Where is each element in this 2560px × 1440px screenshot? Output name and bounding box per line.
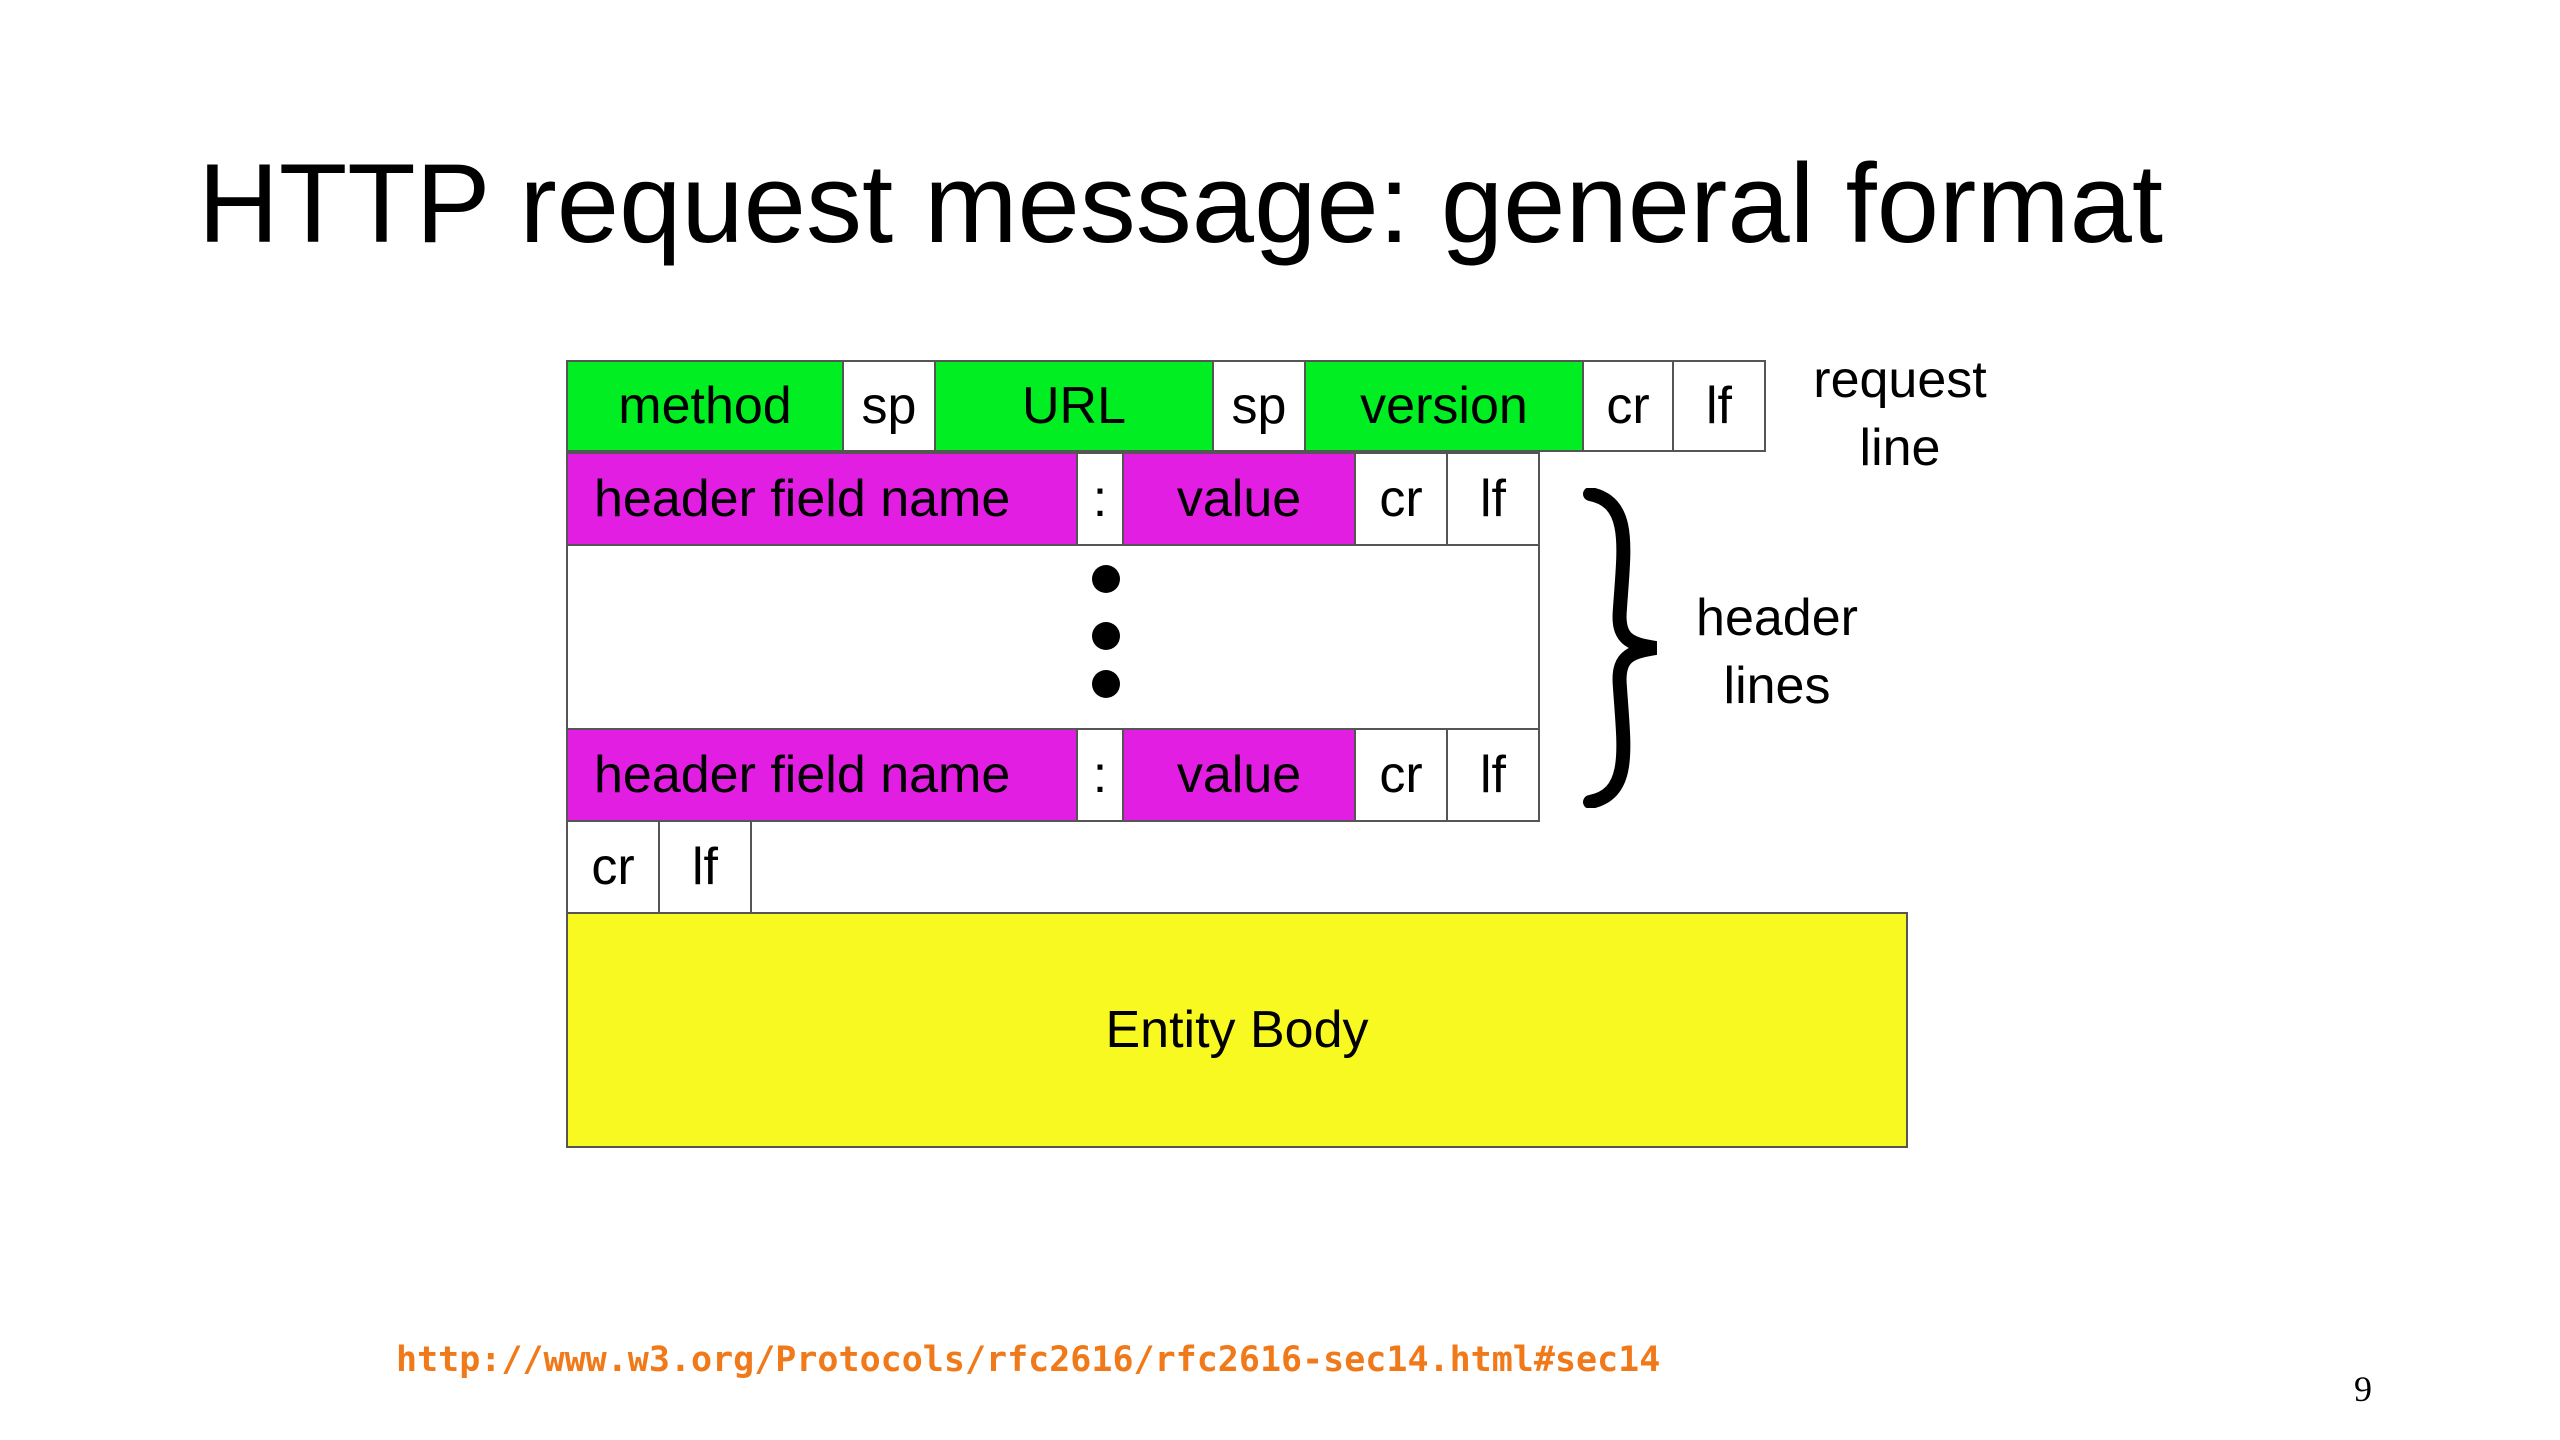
request-line-label-line2: line [1859, 419, 1941, 477]
header-value-1: value [1122, 452, 1356, 546]
header-cr-1: cr [1354, 452, 1448, 546]
request-line-label: request line [1790, 346, 2010, 482]
header-value-2: value [1122, 728, 1356, 822]
header-field-name-2: header field name [566, 728, 1078, 822]
header-cr-2: cr [1354, 728, 1448, 822]
ellipsis-dot [1092, 622, 1120, 650]
request-sp-field-2: sp [1212, 360, 1306, 452]
request-url-field: URL [934, 360, 1214, 452]
header-lines-label: header lines [1672, 584, 1882, 720]
header-lines-brace [1583, 488, 1658, 808]
header-colon-1: : [1076, 452, 1124, 546]
request-sp-field-1: sp [842, 360, 936, 452]
request-lf-field: lf [1672, 360, 1766, 452]
header-colon-2: : [1076, 728, 1124, 822]
request-cr-field: cr [1582, 360, 1674, 452]
header-ellipsis-area [566, 544, 1540, 730]
request-method-field: method [566, 360, 844, 452]
header-lines-label-line1: header [1696, 589, 1858, 647]
request-line-label-line1: request [1813, 351, 1987, 409]
page-number: 9 [2354, 1369, 2372, 1409]
header-lf-2: lf [1446, 728, 1540, 822]
ellipsis-dot [1092, 565, 1120, 593]
header-lf-1: lf [1446, 452, 1540, 546]
rfc2616-link[interactable]: http://www.w3.org/Protocols/rfc2616/rfc2… [396, 1340, 1661, 1380]
blank-line-cr: cr [566, 820, 660, 914]
entity-body: Entity Body [566, 912, 1908, 1148]
request-version-field: version [1304, 360, 1584, 452]
blank-line-lf: lf [658, 820, 752, 914]
slide-title: HTTP request message: general format [198, 141, 2164, 266]
ellipsis-dot [1092, 670, 1120, 698]
header-lines-label-line2: lines [1723, 657, 1831, 715]
header-field-name-1: header field name [566, 452, 1078, 546]
